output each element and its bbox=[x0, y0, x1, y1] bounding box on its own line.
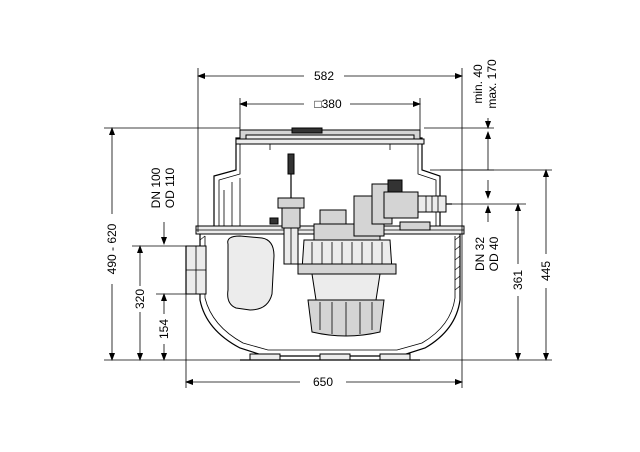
inlet-baffle bbox=[227, 235, 275, 311]
dim-outlet-height: 361 bbox=[511, 270, 525, 290]
dim-bottom-width: 650 bbox=[313, 375, 333, 389]
dim-top-width: 582 bbox=[314, 69, 334, 83]
dim-overall-height: 490 - 620 bbox=[105, 223, 119, 274]
dim-cover-min: min. 40 bbox=[471, 64, 485, 104]
dim-cover-size: □380 bbox=[314, 97, 342, 111]
pump-unit bbox=[297, 209, 397, 337]
dim-bottom-inlet-height: 154 bbox=[157, 319, 171, 339]
dim-cover-max: max. 170 bbox=[485, 59, 499, 109]
dim-outlet-od: OD 40 bbox=[487, 236, 501, 271]
dim-inlet-height: 320 bbox=[133, 289, 147, 309]
dim-outlet-dn: DN 32 bbox=[473, 237, 487, 271]
level-switch bbox=[269, 153, 305, 265]
cover-plate bbox=[235, 127, 425, 150]
dimension-lines bbox=[104, 68, 552, 388]
dim-total-height: 445 bbox=[539, 261, 553, 281]
dim-inlet-od: OD 110 bbox=[163, 167, 177, 208]
inlet-pipe bbox=[185, 245, 207, 295]
discharge-assembly bbox=[353, 179, 452, 237]
dim-inlet-dn: DN 100 bbox=[149, 167, 163, 208]
